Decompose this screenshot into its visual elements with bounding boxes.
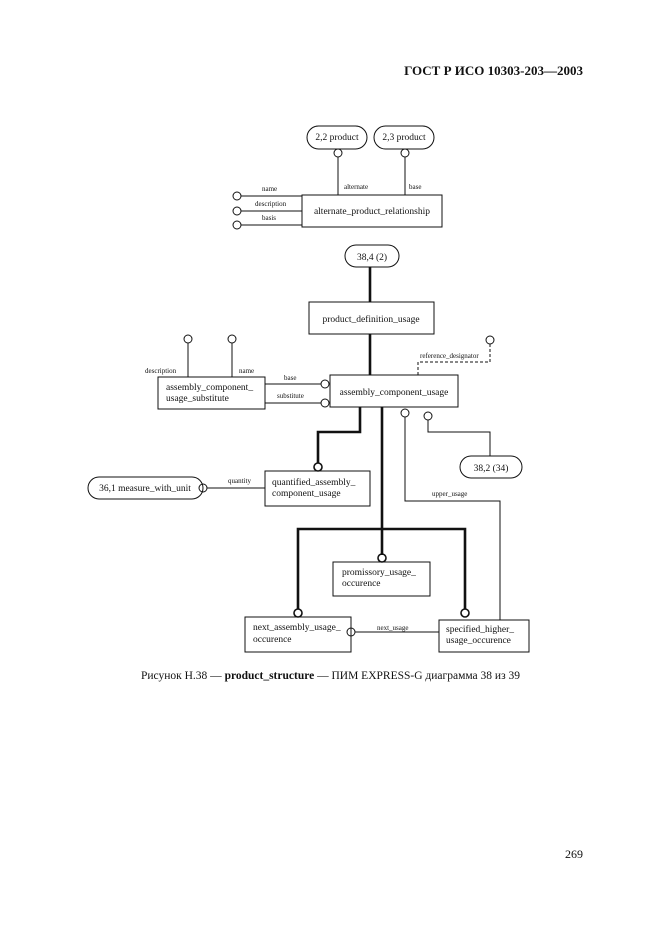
ref-38-2 xyxy=(459,455,523,479)
figure-caption: Рисунок Н.38 — product_structure — ПИМ E… xyxy=(0,670,661,682)
label-substitute: substitute xyxy=(277,392,304,400)
page-number: 269 xyxy=(565,847,583,861)
puo-subtype-circle xyxy=(377,553,387,563)
qacu-subtype-circle xyxy=(313,462,323,472)
description-circle xyxy=(232,206,242,216)
ref-36-1-label: 36,1 measure_with_unit xyxy=(99,484,191,494)
entity-next-assembly-usage-occurence xyxy=(244,616,352,653)
entity-label-apr: alternate_product_relationship xyxy=(314,207,430,217)
entity-label-pdu: product_definition_usage xyxy=(322,314,419,325)
entity-label-qacu-2: component_usage xyxy=(272,489,341,499)
label-upper-usage: upper_usage xyxy=(432,490,467,498)
label-acus-description: description xyxy=(145,367,177,375)
entity-label-nauo-2: occurence xyxy=(253,635,292,645)
base-attr-circle xyxy=(320,379,330,389)
ref-36-1-measure xyxy=(87,476,204,500)
entity-label-puo-1: promissory_usage_ xyxy=(342,568,416,578)
reference-designator-circle xyxy=(485,335,495,345)
next-usage-circle xyxy=(346,627,356,637)
entity-specified-higher-usage-occurence xyxy=(438,619,530,653)
ref-38-4-label: 38,4 (2) xyxy=(357,252,387,263)
label-name: name xyxy=(262,185,277,193)
caption-prefix: Рисунок Н.38 — xyxy=(141,670,225,682)
entity-label-acu: assembly_component_usage xyxy=(340,388,449,398)
alternate-circle xyxy=(333,148,343,158)
label-reference-designator: reference_designator xyxy=(420,352,479,360)
ref-2-2-product-label: 2,2 product xyxy=(315,133,359,143)
entity-label-nauo-1: next_assembly_usage_ xyxy=(253,623,341,633)
upper-usage-circle xyxy=(400,408,410,418)
entity-promissory-usage-occurence xyxy=(332,561,431,597)
entity-label-acus-2: usage_substitute xyxy=(166,394,229,404)
ref-38-2-circle xyxy=(423,411,433,421)
base-circle xyxy=(400,148,410,158)
label-base: base xyxy=(409,183,421,191)
basis-circle xyxy=(232,220,242,230)
acus-name-circle xyxy=(227,334,237,344)
entity-product-definition-usage xyxy=(308,301,435,335)
ref-38-4 xyxy=(344,244,400,268)
label-description: description xyxy=(255,200,287,208)
label-base-2: base xyxy=(284,374,296,382)
label-quantity: quantity xyxy=(228,477,251,485)
ref-2-3-product-label: 2,3 product xyxy=(382,133,426,143)
label-next-usage: next_usage xyxy=(377,624,409,632)
name-circle xyxy=(232,191,242,201)
shuo-subtype-circle xyxy=(460,608,470,618)
entity-assembly-component-usage-substitute xyxy=(157,376,266,410)
entity-label-shuo-1: specified_higher_ xyxy=(446,624,514,635)
document-header: ГОСТ Р ИСО 10303-203—2003 xyxy=(404,63,583,78)
entity-label-puo-2: occurence xyxy=(342,579,381,589)
ref-38-2-label: 38,2 (34) xyxy=(474,463,509,474)
quantity-circle xyxy=(198,483,208,493)
label-acus-name: name xyxy=(239,367,254,375)
entity-assembly-component-usage xyxy=(329,374,459,408)
entity-label-shuo-2: usage_occurence xyxy=(446,636,511,646)
caption-bold: product_structure xyxy=(224,670,315,682)
caption-suffix: — ПИМ EXPRESS-G диаграмма 38 из 39 xyxy=(314,670,520,682)
entity-label-acus-1: assembly_component_ xyxy=(166,383,253,393)
substitute-attr-circle xyxy=(320,398,330,408)
acus-description-circle xyxy=(183,334,193,344)
label-basis: basis xyxy=(262,214,276,222)
label-alternate: alternate xyxy=(344,183,368,191)
nauo-subtype-circle xyxy=(293,608,303,618)
entity-label-qacu-1: quantified_assembly_ xyxy=(272,477,356,488)
